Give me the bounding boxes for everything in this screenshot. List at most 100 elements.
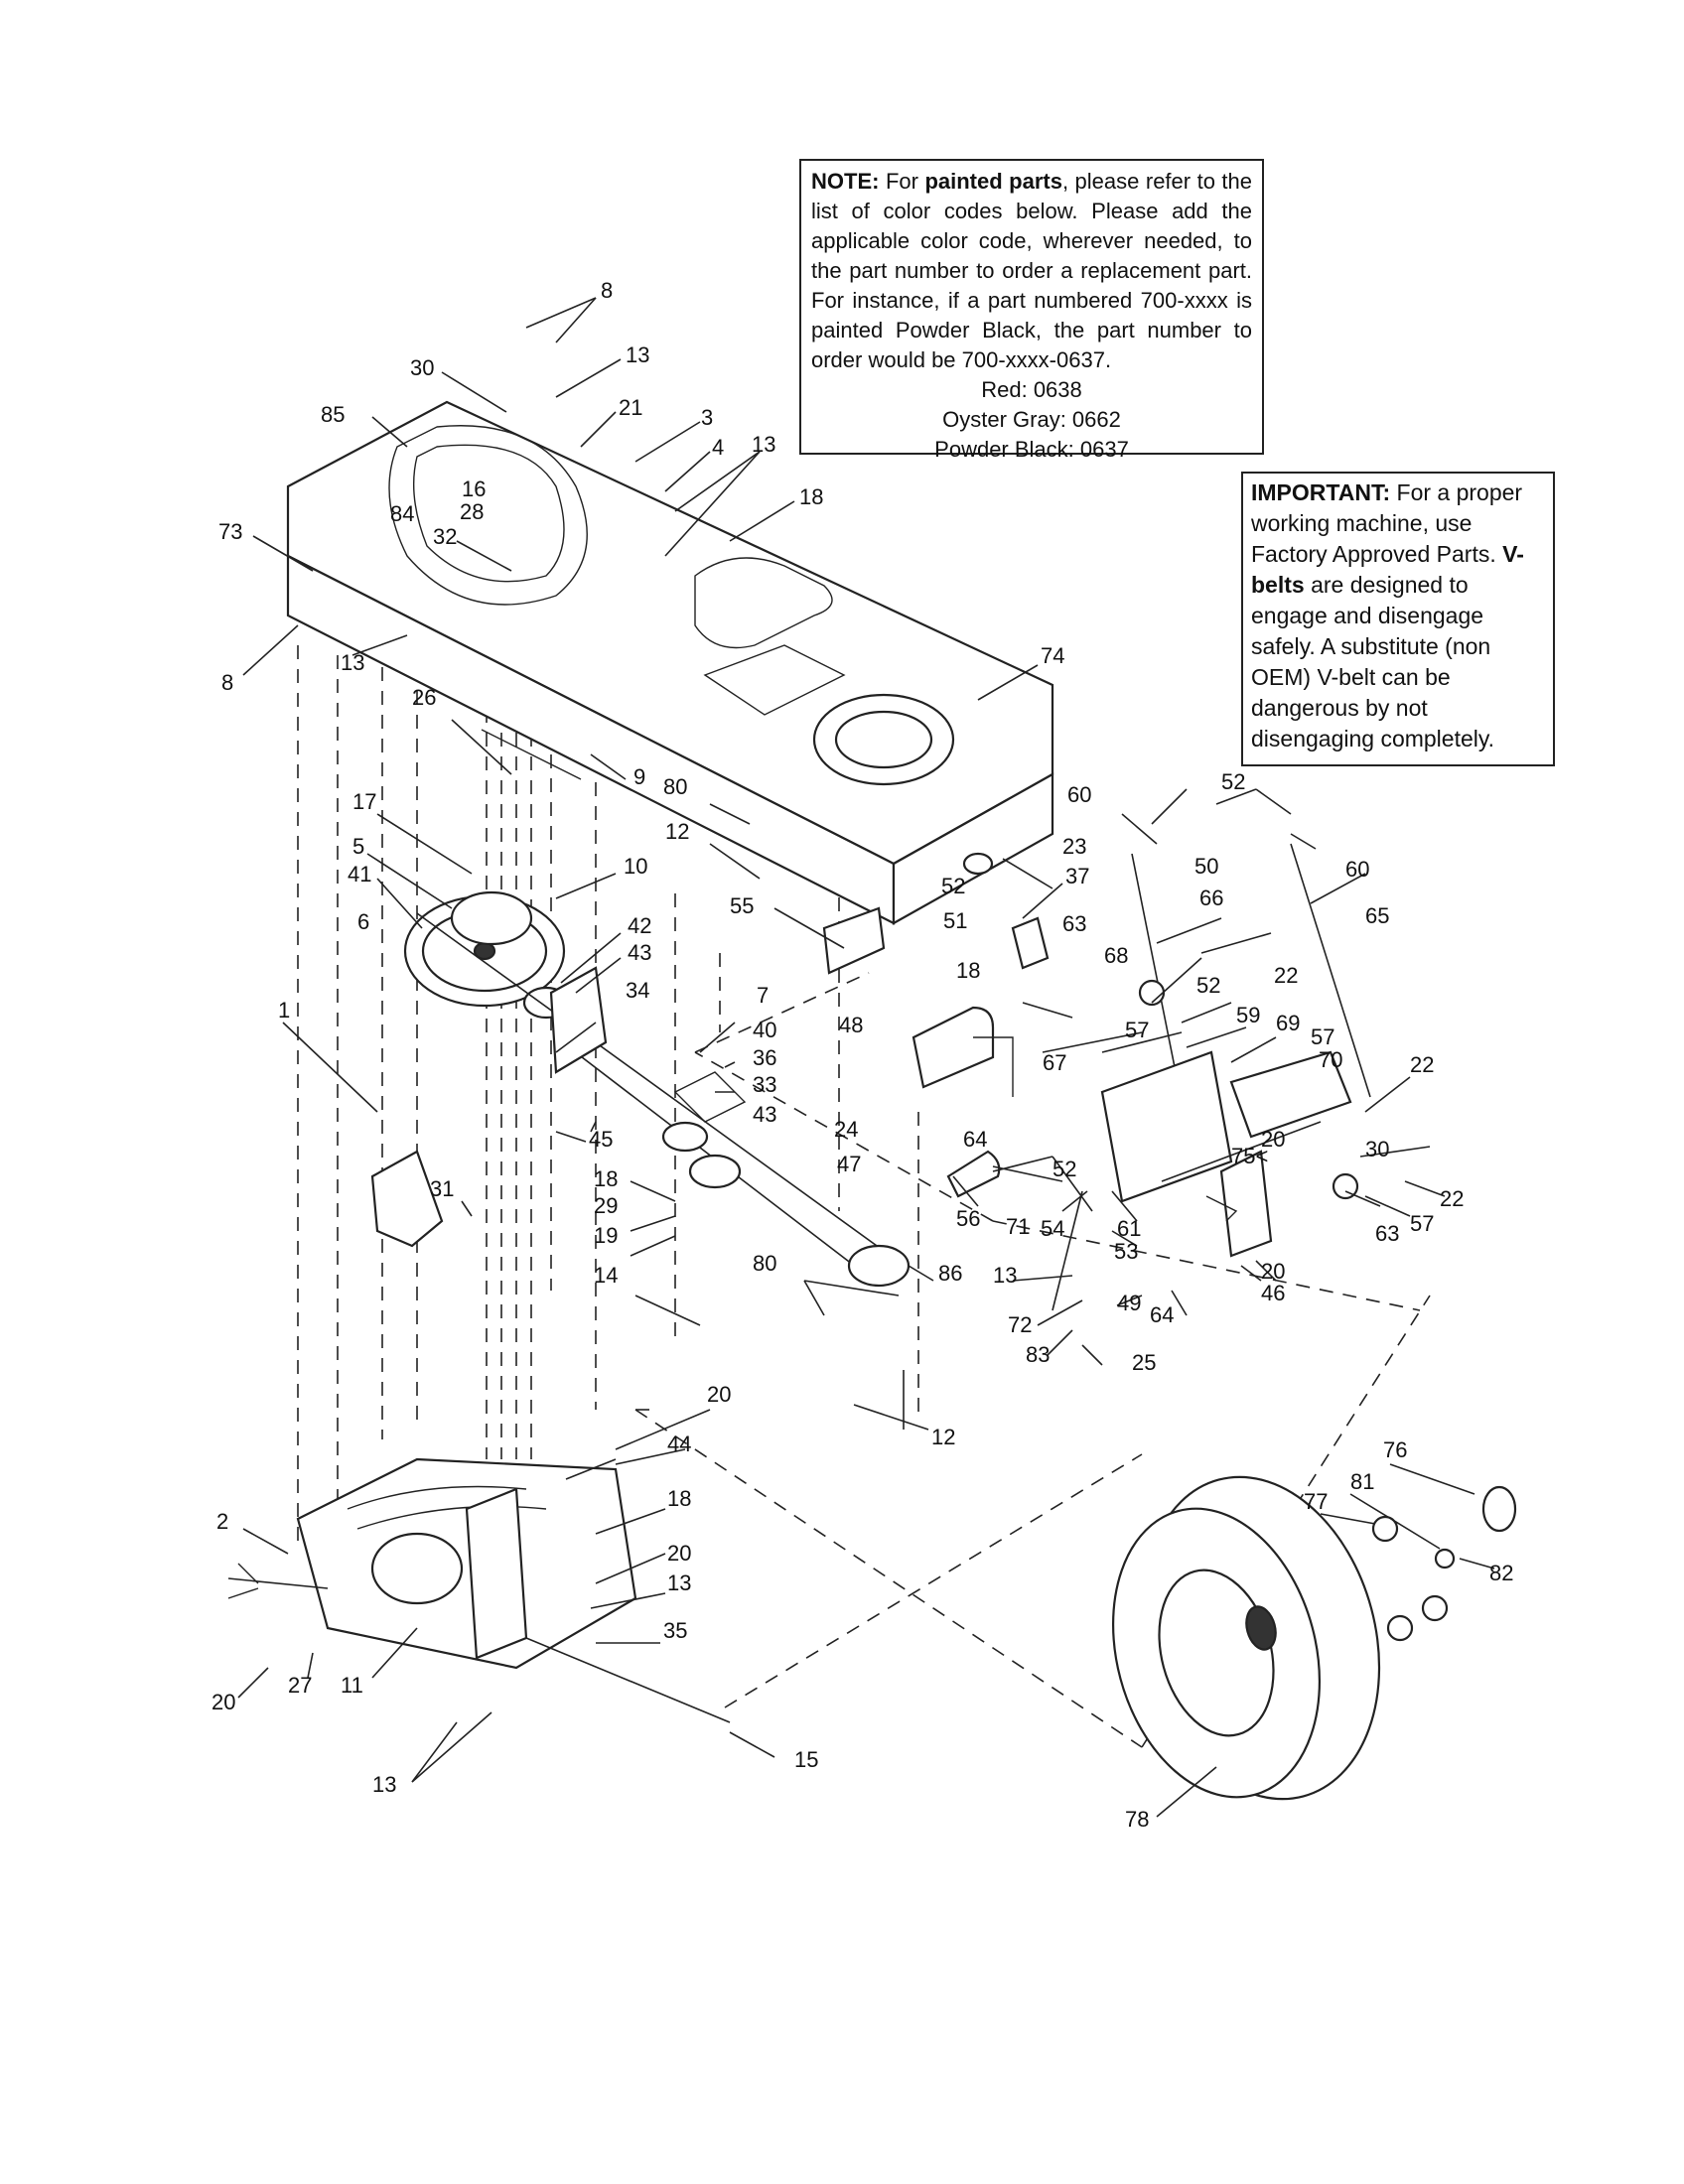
important-lead: IMPORTANT: bbox=[1251, 479, 1391, 505]
callout-10: 10 bbox=[624, 854, 647, 879]
callout-67: 67 bbox=[1043, 1050, 1066, 1075]
painted-parts-note: NOTE: For painted parts, please refer to… bbox=[799, 159, 1264, 462]
note-text-2: , please refer to the list of color code… bbox=[811, 169, 1253, 372]
callout-30: 30 bbox=[1365, 1137, 1389, 1161]
callout-22: 22 bbox=[1274, 963, 1298, 988]
callout-78: 78 bbox=[1125, 1807, 1149, 1832]
callout-85: 85 bbox=[321, 402, 345, 427]
callout-69: 69 bbox=[1276, 1011, 1300, 1035]
callout-65: 65 bbox=[1365, 903, 1389, 928]
callout-61: 61 bbox=[1117, 1216, 1141, 1241]
callout-37: 37 bbox=[1065, 864, 1089, 888]
color-code-red: Red: 0638 bbox=[981, 377, 1082, 402]
note-lead: NOTE: bbox=[811, 169, 880, 194]
callout-4: 4 bbox=[712, 435, 724, 460]
callout-80: 80 bbox=[753, 1251, 776, 1276]
transmission-assembly bbox=[227, 1457, 731, 1723]
note-emphasis: painted parts bbox=[924, 169, 1062, 194]
callout-8: 8 bbox=[601, 278, 613, 303]
callout-81: 81 bbox=[1350, 1469, 1374, 1494]
callout-40: 40 bbox=[753, 1018, 776, 1042]
callout-20: 20 bbox=[211, 1690, 235, 1714]
callout-28: 28 bbox=[460, 499, 484, 524]
callout-86: 86 bbox=[938, 1261, 962, 1286]
callout-11: 11 bbox=[341, 1673, 363, 1698]
callout-76: 76 bbox=[1383, 1437, 1407, 1462]
callout-83: 83 bbox=[1026, 1342, 1050, 1367]
callout-26: 26 bbox=[412, 685, 436, 710]
callout-22: 22 bbox=[1440, 1186, 1464, 1211]
color-code-oyster-gray: Oyster Gray: 0662 bbox=[942, 407, 1121, 432]
callout-60: 60 bbox=[1067, 782, 1091, 807]
callout-54: 54 bbox=[1041, 1216, 1064, 1241]
callout-1: 1 bbox=[278, 998, 290, 1023]
callout-2: 2 bbox=[216, 1509, 228, 1534]
callout-57: 57 bbox=[1410, 1211, 1434, 1236]
callout-56: 56 bbox=[956, 1206, 980, 1231]
callout-24: 24 bbox=[834, 1117, 858, 1142]
callout-68: 68 bbox=[1104, 943, 1128, 968]
callout-35: 35 bbox=[663, 1618, 687, 1643]
callout-63: 63 bbox=[1375, 1221, 1399, 1246]
callout-15: 15 bbox=[794, 1747, 818, 1772]
callout-43: 43 bbox=[753, 1102, 776, 1127]
callout-labels: 8 30 13 85 21 3 4 13 16 28 84 32 73 18 1… bbox=[211, 278, 1513, 1832]
color-code-powder-black: Powder Black: 0637 bbox=[934, 437, 1129, 462]
callout-13: 13 bbox=[993, 1263, 1017, 1288]
leader-lines bbox=[237, 297, 1495, 1818]
callout-51: 51 bbox=[943, 908, 967, 933]
callout-13: 13 bbox=[667, 1570, 691, 1595]
control-linkage bbox=[822, 843, 1371, 1311]
callout-17: 17 bbox=[352, 789, 376, 814]
note-text-1: For bbox=[879, 169, 925, 194]
callout-23: 23 bbox=[1062, 834, 1086, 859]
callout-32: 32 bbox=[433, 524, 457, 549]
callout-13: 13 bbox=[752, 432, 775, 457]
callout-36: 36 bbox=[753, 1045, 776, 1070]
callout-41: 41 bbox=[348, 862, 371, 887]
callout-45: 45 bbox=[589, 1127, 613, 1152]
callout-72: 72 bbox=[1008, 1312, 1032, 1337]
callout-70: 70 bbox=[1319, 1047, 1342, 1072]
callout-52: 52 bbox=[1052, 1157, 1076, 1181]
callout-9: 9 bbox=[633, 764, 645, 789]
callout-63: 63 bbox=[1062, 911, 1086, 936]
callout-52: 52 bbox=[1196, 973, 1220, 998]
callout-30: 30 bbox=[410, 355, 434, 380]
callout-74: 74 bbox=[1041, 643, 1064, 668]
callout-13: 13 bbox=[372, 1772, 396, 1797]
pulley-assembly bbox=[370, 729, 911, 1288]
callout-20: 20 bbox=[1261, 1127, 1285, 1152]
callout-44: 44 bbox=[667, 1432, 691, 1456]
callout-66: 66 bbox=[1199, 886, 1223, 910]
callout-80: 80 bbox=[663, 774, 687, 799]
callout-77: 77 bbox=[1304, 1489, 1328, 1514]
callout-42: 42 bbox=[628, 913, 651, 938]
important-vbelt-note: IMPORTANT: For a proper working machine,… bbox=[1241, 472, 1555, 766]
callout-34: 34 bbox=[626, 978, 649, 1003]
callout-57: 57 bbox=[1125, 1018, 1149, 1042]
callout-43: 43 bbox=[628, 940, 651, 965]
callout-27: 27 bbox=[288, 1673, 312, 1698]
callout-18: 18 bbox=[667, 1486, 691, 1511]
callout-29: 29 bbox=[594, 1193, 618, 1218]
callout-84: 84 bbox=[390, 501, 414, 526]
callout-33: 33 bbox=[753, 1072, 776, 1097]
callout-8: 8 bbox=[221, 670, 233, 695]
callout-14: 14 bbox=[594, 1263, 618, 1288]
callout-20: 20 bbox=[667, 1541, 691, 1566]
callout-13: 13 bbox=[341, 650, 364, 675]
callout-59: 59 bbox=[1236, 1003, 1260, 1027]
callout-48: 48 bbox=[839, 1013, 863, 1037]
important-text-2: are designed to engage and disengage saf… bbox=[1251, 572, 1495, 751]
callout-21: 21 bbox=[619, 395, 642, 420]
callout-3: 3 bbox=[701, 405, 713, 430]
callout-20: 20 bbox=[1261, 1259, 1285, 1284]
callout-49: 49 bbox=[1117, 1291, 1141, 1315]
callout-20: 20 bbox=[707, 1382, 731, 1407]
callout-22: 22 bbox=[1410, 1052, 1434, 1077]
frame-part-74 bbox=[286, 400, 1054, 925]
callout-64: 64 bbox=[963, 1127, 987, 1152]
callout-5: 5 bbox=[352, 834, 364, 859]
callout-18: 18 bbox=[799, 484, 823, 509]
